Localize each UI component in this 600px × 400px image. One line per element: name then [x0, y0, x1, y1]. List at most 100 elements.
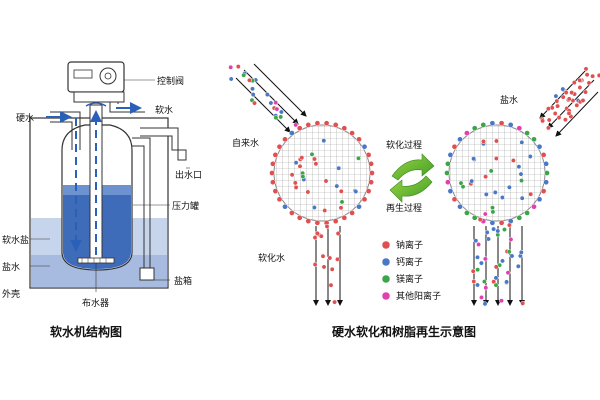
label-regeneration-process: 再生过程 — [386, 202, 422, 214]
ion-dot — [489, 219, 496, 226]
ion-dot — [312, 156, 317, 162]
ion-dot — [282, 136, 288, 143]
label-softening-process: 软化过程 — [386, 139, 422, 151]
resin-bead-regeneration-inner-ions — [458, 138, 534, 215]
ion-dot — [312, 262, 318, 267]
ion-dot — [365, 152, 372, 158]
ion-dot — [518, 171, 524, 177]
ion-dot — [510, 158, 516, 163]
ion-dot — [289, 210, 295, 216]
ion-dot — [356, 155, 361, 161]
ion-dot — [543, 179, 549, 186]
ion-dot — [482, 301, 488, 307]
brine-valve — [139, 267, 155, 281]
ion-dot — [478, 260, 484, 266]
legend-other-swatch — [381, 291, 391, 301]
ion-dot — [321, 138, 327, 144]
ion-dot — [471, 156, 477, 162]
ion-dot — [475, 267, 481, 273]
ion-dot — [297, 163, 303, 169]
ion-dot — [483, 285, 489, 291]
ion-dot — [483, 191, 489, 197]
ion-dot — [560, 94, 566, 100]
ion-dot — [482, 211, 488, 217]
ion-dot — [508, 236, 514, 242]
ion-dot — [332, 218, 339, 224]
ion-dot — [368, 179, 374, 186]
softened-water-ions — [312, 223, 341, 305]
legend-item: 钙离子 — [381, 256, 423, 268]
ion-dot — [305, 189, 311, 195]
ion-dot — [451, 196, 458, 203]
ion-dot — [314, 120, 321, 127]
ion-dot — [272, 152, 279, 158]
ion-dot — [329, 266, 335, 272]
ion-dot — [584, 72, 590, 78]
ion-dot — [540, 188, 547, 194]
ion-dot — [569, 90, 575, 96]
ion-dot — [305, 122, 312, 128]
ion-dot — [583, 66, 589, 72]
ion-dot — [444, 170, 450, 176]
ion-dot — [323, 178, 329, 184]
ion-dot — [278, 114, 284, 120]
ion-dot — [586, 80, 592, 86]
ion-dot — [335, 256, 340, 262]
ion-dot — [365, 188, 372, 194]
ion-dot — [507, 122, 514, 128]
ion-dot — [552, 111, 558, 116]
ion-dot — [596, 72, 600, 78]
ion-dot — [486, 236, 491, 242]
ion-dot — [349, 130, 355, 136]
label-brine: 盐水 — [2, 261, 20, 273]
ion-dot — [250, 86, 255, 92]
ion-dot — [536, 196, 543, 203]
legend-item: 其他阳离子 — [381, 290, 441, 302]
ion-dot — [323, 120, 330, 127]
ion-dot — [506, 249, 512, 255]
legend-item: 钠离子 — [381, 239, 423, 251]
ion-dot — [483, 174, 489, 180]
ion-dot — [590, 73, 596, 79]
ion-dot — [566, 96, 572, 102]
ion-dot — [536, 143, 543, 150]
label-outlet: 出水口 — [175, 169, 202, 181]
ion-dot — [509, 253, 515, 259]
ion-dot — [457, 203, 463, 210]
ion-dot — [540, 152, 547, 158]
label-tap-water: 自来水 — [232, 137, 259, 149]
distributor — [77, 257, 115, 264]
ion-dot — [492, 189, 498, 195]
ion-dot — [252, 100, 257, 106]
ion-dot — [318, 233, 324, 239]
ion-dot — [269, 170, 275, 176]
cycle-arrows-icon — [389, 153, 435, 203]
ion-dot — [322, 208, 328, 213]
brine-line — [132, 137, 151, 268]
ion-dot — [458, 180, 464, 186]
ion-dot — [336, 165, 342, 171]
ion-dot — [583, 89, 588, 95]
ion-dot — [515, 263, 521, 269]
ion-dot — [506, 222, 512, 228]
ion-dot — [273, 115, 279, 121]
ion-dot — [293, 160, 299, 166]
ion-dot — [369, 170, 375, 176]
ion-dot — [332, 299, 338, 305]
ion-dot — [469, 178, 475, 184]
ion-dot — [562, 117, 568, 123]
legend-calcium-swatch — [381, 257, 391, 267]
ion-dot — [479, 294, 484, 300]
ion-dot — [341, 125, 348, 132]
ion-dot — [274, 106, 280, 112]
ion-dot — [481, 138, 486, 144]
ion-dot — [309, 151, 315, 157]
ion-dot — [491, 226, 497, 232]
ion-dot — [544, 170, 550, 176]
ion-dot — [546, 117, 552, 123]
legend-label: 钠离子 — [396, 239, 423, 251]
ion-dot — [540, 118, 546, 124]
ion-dot — [447, 152, 454, 158]
ion-dot — [339, 199, 345, 205]
